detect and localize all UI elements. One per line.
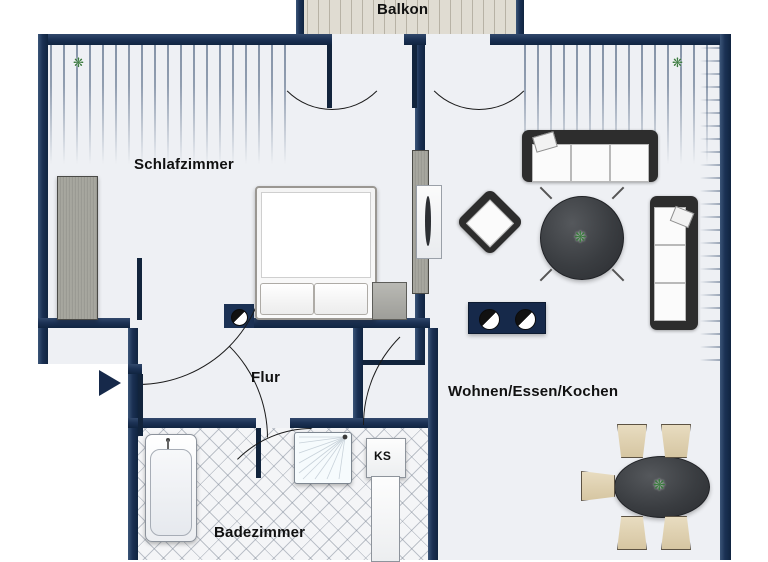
wall-hallway-right — [353, 328, 363, 428]
plant-icon: ❋ — [73, 55, 84, 70]
room-label-wohnen: Wohnen/Essen/Kochen — [448, 383, 619, 400]
plant-icon: ❋ — [653, 477, 666, 494]
wall-living-left-lower — [428, 328, 438, 560]
tall-cabinet — [371, 476, 400, 562]
wall-bedroom-bottom — [224, 318, 430, 328]
chair-bottom-left — [617, 516, 647, 550]
nightstand — [372, 282, 407, 320]
wall-right-exterior — [720, 34, 731, 560]
pillow-left — [260, 283, 314, 315]
stove-burner-icon — [479, 309, 500, 330]
bathtub — [145, 434, 197, 542]
wall-top-left — [45, 34, 296, 45]
wall-entrance-threshold — [128, 364, 142, 374]
room-label-flur: Flur — [251, 369, 281, 386]
plant-icon: ❋ — [574, 229, 587, 246]
door-leaf-balcony-right — [412, 45, 417, 108]
shower-spray-icon — [298, 434, 348, 480]
chair-top-left — [617, 424, 647, 458]
wall-top-right — [524, 34, 720, 45]
room-label-schlafzimmer: Schlafzimmer — [134, 156, 234, 173]
door-arc-balcony-left — [268, 0, 396, 110]
sofa-right — [650, 196, 698, 330]
plant-icon: ❋ — [672, 55, 683, 70]
room-label-badezimmer: Badezimmer — [214, 524, 306, 541]
entrance-arrow-icon — [99, 370, 121, 396]
wardrobe — [57, 176, 98, 320]
sofa-top — [522, 130, 658, 182]
oval-dining-table — [614, 456, 710, 518]
tv-screen-detail — [425, 196, 431, 246]
wall-left-exterior — [38, 34, 48, 364]
wall-hallway-left — [128, 328, 138, 560]
stovetop — [468, 302, 546, 334]
chair-top-right — [661, 424, 691, 458]
chair-bottom-right — [661, 516, 691, 550]
shower-tray — [294, 432, 352, 484]
pillow-right — [314, 283, 368, 315]
chair-left — [581, 471, 615, 501]
room-label-balkon: Balkon — [377, 1, 429, 18]
stove-burner-icon — [515, 309, 536, 330]
fridge-label: KS — [374, 449, 392, 463]
wall-entrance-left — [38, 318, 130, 328]
round-coffee-table — [540, 196, 624, 280]
door-arc-balcony-right — [415, 0, 543, 110]
